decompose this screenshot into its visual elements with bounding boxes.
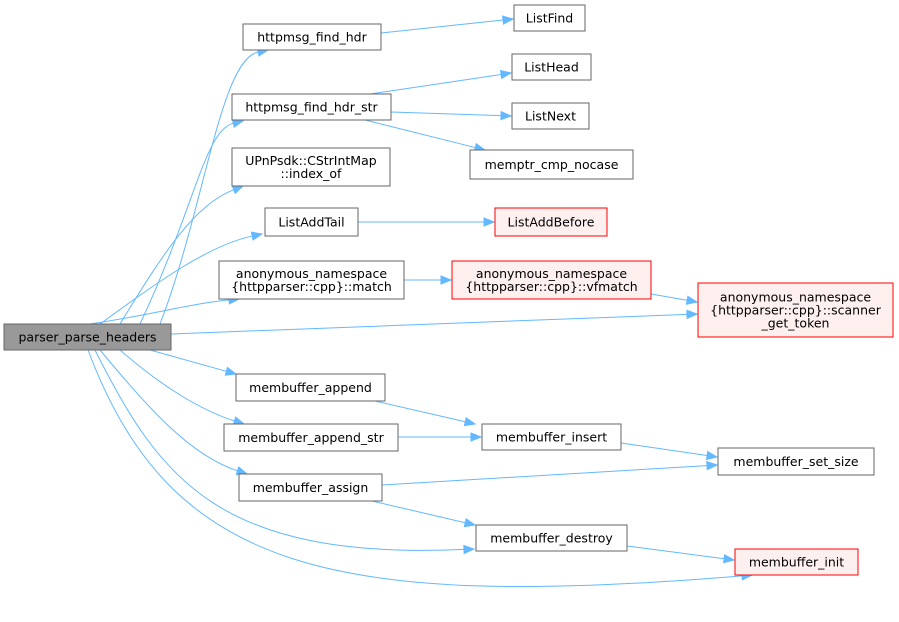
node-label: membuffer_set_size xyxy=(733,454,858,469)
node-membuffer_assign[interactable]: membuffer_assign xyxy=(238,473,383,502)
node-membuffer_destroy[interactable]: membuffer_destroy xyxy=(475,524,628,552)
node-httpmsg_find_hdr[interactable]: httpmsg_find_hdr xyxy=(242,23,382,51)
edge-membuffer_append_str-to-membuffer_insert xyxy=(398,432,483,442)
edge-parser_parse_headers-to-scanner_get_token xyxy=(170,309,699,335)
node-label: membuffer_assign xyxy=(253,480,369,495)
node-box[interactable] xyxy=(235,373,386,402)
node-label: {httpparser::cpp}::vfmatch xyxy=(465,279,637,294)
node-label: httpmsg_find_hdr xyxy=(257,30,367,45)
node-membuffer_append_str[interactable]: membuffer_append_str xyxy=(223,423,399,452)
node-match[interactable]: anonymous_namespace{httpparser::cpp}::ma… xyxy=(218,260,405,300)
edge-parser_parse_headers-to-membuffer_append xyxy=(149,349,238,376)
edge-membuffer_assign-to-membuffer_set_size xyxy=(381,460,719,486)
node-memptr_cmp_nocase[interactable]: memptr_cmp_nocase xyxy=(469,149,634,180)
edge-membuffer_append-to-membuffer_insert xyxy=(374,400,477,427)
node-box[interactable] xyxy=(511,102,590,130)
node-membuffer_set_size[interactable]: membuffer_set_size xyxy=(717,447,875,476)
node-membuffer_init[interactable]: membuffer_init xyxy=(734,548,859,576)
node-box[interactable] xyxy=(734,548,859,576)
node-box[interactable] xyxy=(481,423,622,451)
edges-layer xyxy=(87,15,754,588)
node-ListHead[interactable]: ListHead xyxy=(511,53,592,81)
node-box[interactable] xyxy=(494,207,608,237)
node-ListAddTail[interactable]: ListAddTail xyxy=(264,207,359,237)
node-membuffer_insert[interactable]: membuffer_insert xyxy=(481,423,622,451)
node-label: membuffer_append_str xyxy=(238,430,384,445)
node-httpmsg_find_hdr_str[interactable]: httpmsg_find_hdr_str xyxy=(231,93,392,121)
edge-parser_parse_headers-to-ListAddTail xyxy=(99,231,264,325)
node-label: ListFind xyxy=(526,11,573,26)
node-membuffer_append[interactable]: membuffer_append xyxy=(235,373,386,402)
edge-membuffer_assign-to-membuffer_destroy xyxy=(371,500,477,528)
edge-match-to-vfmatch xyxy=(404,275,453,285)
node-label: _get_token xyxy=(761,316,830,331)
edge-parser_parse_headers-to-match xyxy=(89,295,241,325)
node-box[interactable] xyxy=(697,282,894,338)
edge-parser_parse_headers-to-membuffer_destroy xyxy=(94,349,476,555)
edge-vfmatch-to-scanner_get_token xyxy=(650,293,699,305)
edge-httpmsg_find_hdr_str-to-ListHead xyxy=(369,69,513,95)
node-ListAddBefore[interactable]: ListAddBefore xyxy=(494,207,608,237)
node-box[interactable] xyxy=(242,23,382,51)
node-label: membuffer_init xyxy=(749,555,844,570)
node-label: memptr_cmp_nocase xyxy=(485,157,619,172)
node-box[interactable] xyxy=(513,4,586,32)
edge-parser_parse_headers-to-membuffer_append_str xyxy=(119,349,246,426)
node-label: {httpparser::cpp}::scanner xyxy=(710,303,882,318)
edge-membuffer_insert-to-membuffer_set_size xyxy=(620,442,719,461)
node-label: ListNext xyxy=(525,109,576,124)
node-box[interactable] xyxy=(264,207,359,237)
node-label: anonymous_namespace xyxy=(476,266,627,281)
node-label: {httpparser::cpp}::match xyxy=(231,279,392,294)
node-label: membuffer_destroy xyxy=(490,531,613,546)
node-label: membuffer_append xyxy=(249,380,372,395)
node-label: ::index_of xyxy=(281,166,343,181)
node-box[interactable] xyxy=(717,447,875,476)
edge-httpmsg_find_hdr_str-to-ListNext xyxy=(390,110,513,121)
node-label: parser_parse_headers xyxy=(18,330,156,345)
node-parser_parse_headers[interactable]: parser_parse_headers xyxy=(3,323,172,351)
node-box[interactable] xyxy=(231,93,392,121)
edge-membuffer_destroy-to-membuffer_init xyxy=(626,545,736,564)
node-box[interactable] xyxy=(3,323,172,351)
node-box[interactable] xyxy=(238,473,383,502)
node-label: membuffer_insert xyxy=(496,430,607,445)
edge-parser_parse_headers-to-membuffer_init xyxy=(87,349,754,588)
node-box[interactable] xyxy=(223,423,399,452)
node-label: ListAddTail xyxy=(278,215,344,230)
node-label: UPnPsdk::CStrIntMap xyxy=(245,153,376,168)
node-ListFind[interactable]: ListFind xyxy=(513,4,586,32)
node-box[interactable] xyxy=(469,149,634,180)
node-box[interactable] xyxy=(475,524,628,552)
node-label: httpmsg_find_hdr_str xyxy=(245,100,378,115)
edge-ListAddTail-to-ListAddBefore xyxy=(358,217,496,227)
node-label: ListHead xyxy=(524,60,579,75)
node-box[interactable] xyxy=(218,260,405,300)
node-label: anonymous_namespace xyxy=(720,290,871,305)
node-label: anonymous_namespace xyxy=(236,266,387,281)
node-box[interactable] xyxy=(231,147,391,187)
edge-httpmsg_find_hdr-to-ListFind xyxy=(380,15,515,34)
node-ListNext[interactable]: ListNext xyxy=(511,102,590,130)
node-vfmatch[interactable]: anonymous_namespace{httpparser::cpp}::vf… xyxy=(451,260,652,300)
edge-parser_parse_headers-to-membuffer_assign xyxy=(99,349,249,476)
node-scanner_get_token[interactable]: anonymous_namespace{httpparser::cpp}::sc… xyxy=(697,282,894,338)
nodes-layer: parser_parse_headers httpmsg_find_hdrhttp… xyxy=(3,4,894,576)
edge-parser_parse_headers-to-index_of xyxy=(119,185,245,325)
node-index_of[interactable]: UPnPsdk::CStrIntMap::index_of xyxy=(231,147,391,187)
edge-httpmsg_find_hdr_str-to-memptr_cmp_nocase xyxy=(364,119,487,153)
node-label: ListAddBefore xyxy=(508,215,595,230)
node-box[interactable] xyxy=(451,260,652,300)
node-box[interactable] xyxy=(511,53,592,81)
